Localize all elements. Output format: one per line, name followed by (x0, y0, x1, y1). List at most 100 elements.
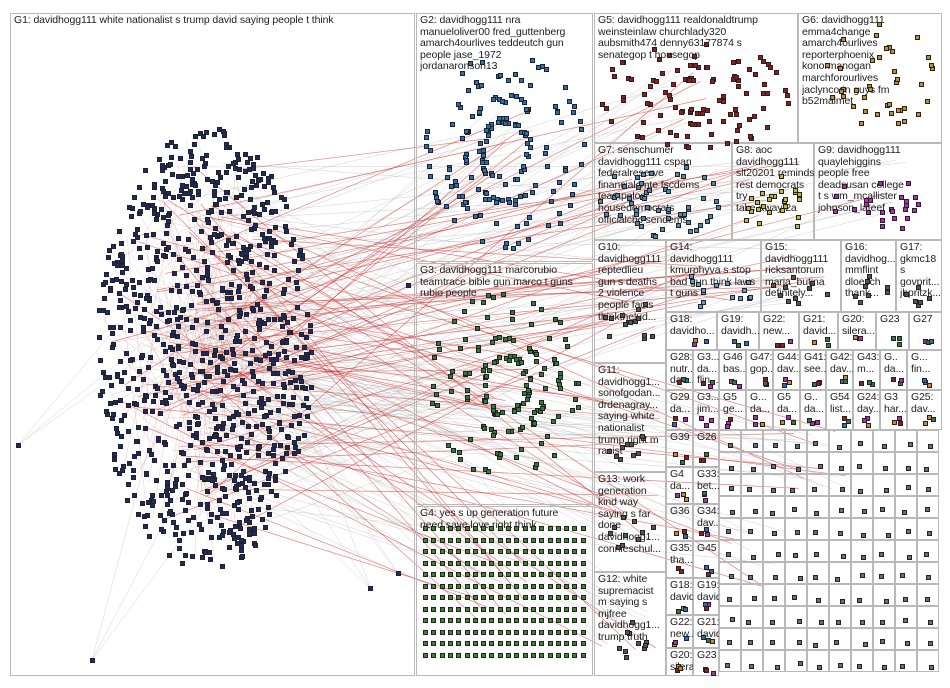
node-g1[interactable] (230, 268, 236, 274)
node-g1[interactable] (143, 233, 149, 239)
node-g7[interactable] (598, 198, 604, 204)
node-g3[interactable] (485, 292, 491, 298)
tiny-group-pane[interactable] (807, 452, 829, 474)
node-g1[interactable] (266, 482, 272, 488)
node-g4[interactable] (555, 641, 561, 646)
node-g1[interactable] (256, 399, 262, 405)
node-small[interactable] (812, 530, 818, 536)
node-g3[interactable] (481, 299, 487, 305)
node-g1[interactable] (187, 400, 193, 406)
group-pane-g8[interactable]: G8: aoc davidhogg111 slt20201 reminds re… (732, 143, 814, 240)
tiny-group-pane[interactable] (873, 496, 895, 518)
tiny-group-pane[interactable] (917, 452, 939, 474)
node-g5[interactable] (641, 92, 647, 98)
node-g1[interactable] (201, 259, 207, 265)
node-g1[interactable] (263, 265, 269, 271)
node-g1[interactable] (272, 316, 278, 322)
node-g1[interactable] (301, 402, 307, 408)
tiny-group-pane[interactable] (895, 430, 917, 452)
node-g1[interactable] (151, 181, 157, 187)
node-g1[interactable] (151, 211, 157, 217)
node-g1[interactable] (237, 283, 243, 289)
node-g4[interactable] (489, 641, 495, 646)
node-small[interactable] (704, 338, 710, 344)
node-g4[interactable] (447, 641, 453, 646)
node-g1[interactable] (120, 270, 126, 276)
node-g4[interactable] (514, 652, 520, 658)
node-g3[interactable] (558, 385, 564, 391)
node-g2[interactable] (451, 218, 457, 224)
node-g1[interactable] (308, 350, 314, 356)
node-small[interactable] (897, 342, 903, 348)
tiny-group-pane[interactable] (763, 452, 785, 474)
tiny-group-pane[interactable] (917, 584, 939, 606)
node-g1[interactable] (234, 540, 240, 546)
node-g2[interactable] (581, 142, 587, 148)
node-g1[interactable] (153, 392, 159, 398)
node-small[interactable] (837, 663, 843, 669)
node-g1[interactable] (140, 353, 146, 359)
node-g2[interactable] (464, 206, 470, 212)
group-pane-g17[interactable]: G17: gkmc18 s govprit... jbpritzk... (896, 240, 942, 312)
node-small[interactable] (726, 529, 732, 534)
node-g1[interactable] (144, 295, 149, 301)
node-g1[interactable] (113, 276, 119, 282)
node-g4[interactable] (564, 629, 570, 635)
node-g4[interactable] (472, 629, 478, 635)
node-g1[interactable] (205, 177, 211, 183)
node-g2[interactable] (523, 192, 529, 198)
node-small[interactable] (683, 606, 689, 612)
node-g4[interactable] (481, 641, 487, 646)
node-g3[interactable] (534, 461, 540, 467)
node-g1[interactable] (165, 191, 171, 197)
node-g4[interactable] (431, 537, 437, 543)
node-g3[interactable] (465, 387, 471, 393)
node-g6[interactable] (854, 88, 860, 94)
node-g4[interactable] (580, 572, 586, 577)
node-g4[interactable] (489, 606, 495, 612)
node-g2[interactable] (563, 167, 569, 173)
node-g4[interactable] (572, 618, 578, 623)
node-g1[interactable] (246, 218, 252, 224)
small-group-pane[interactable]: G29 da... (666, 390, 693, 430)
node-g4[interactable] (456, 560, 462, 566)
node-g1[interactable] (208, 209, 214, 215)
node-g4[interactable] (514, 606, 520, 612)
node-g1[interactable] (188, 529, 194, 535)
node-g5[interactable] (732, 107, 738, 113)
node-small[interactable] (812, 441, 818, 447)
node-g5[interactable] (736, 122, 742, 128)
node-g5[interactable] (705, 64, 711, 70)
node-g4[interactable] (522, 606, 528, 612)
node-g6[interactable] (841, 36, 847, 42)
node-g4[interactable] (439, 583, 445, 589)
node-g1[interactable] (193, 318, 199, 324)
small-group-pane[interactable]: G... da... (746, 390, 773, 430)
node-g1[interactable] (275, 394, 281, 400)
node-g1[interactable] (270, 452, 276, 458)
node-g1[interactable] (182, 462, 188, 468)
node-g7[interactable] (713, 199, 719, 205)
node-g1[interactable] (207, 519, 213, 525)
node-g3[interactable] (482, 382, 488, 388)
tiny-group-pane[interactable] (895, 628, 917, 650)
node-small[interactable] (885, 532, 891, 538)
node-g4[interactable] (489, 549, 495, 554)
node-g1[interactable] (131, 292, 137, 298)
node-g1[interactable] (269, 243, 275, 249)
tiny-group-pane[interactable] (741, 584, 763, 606)
small-group-pane[interactable]: G35: tha... (666, 541, 693, 578)
node-g4[interactable] (522, 652, 528, 658)
node-g4[interactable] (530, 583, 536, 589)
small-group-pane[interactable]: G3 har... (880, 390, 907, 430)
tiny-group-pane[interactable] (829, 452, 851, 474)
node-g1[interactable] (281, 291, 287, 297)
node-g1[interactable] (240, 392, 246, 398)
node-g1[interactable] (220, 564, 226, 570)
node-g3[interactable] (480, 367, 486, 373)
node-g1[interactable] (287, 380, 293, 386)
tiny-group-pane[interactable] (763, 518, 785, 540)
node-g4[interactable] (539, 537, 545, 543)
node-g1[interactable] (174, 283, 180, 289)
tiny-group-pane[interactable] (851, 606, 873, 628)
